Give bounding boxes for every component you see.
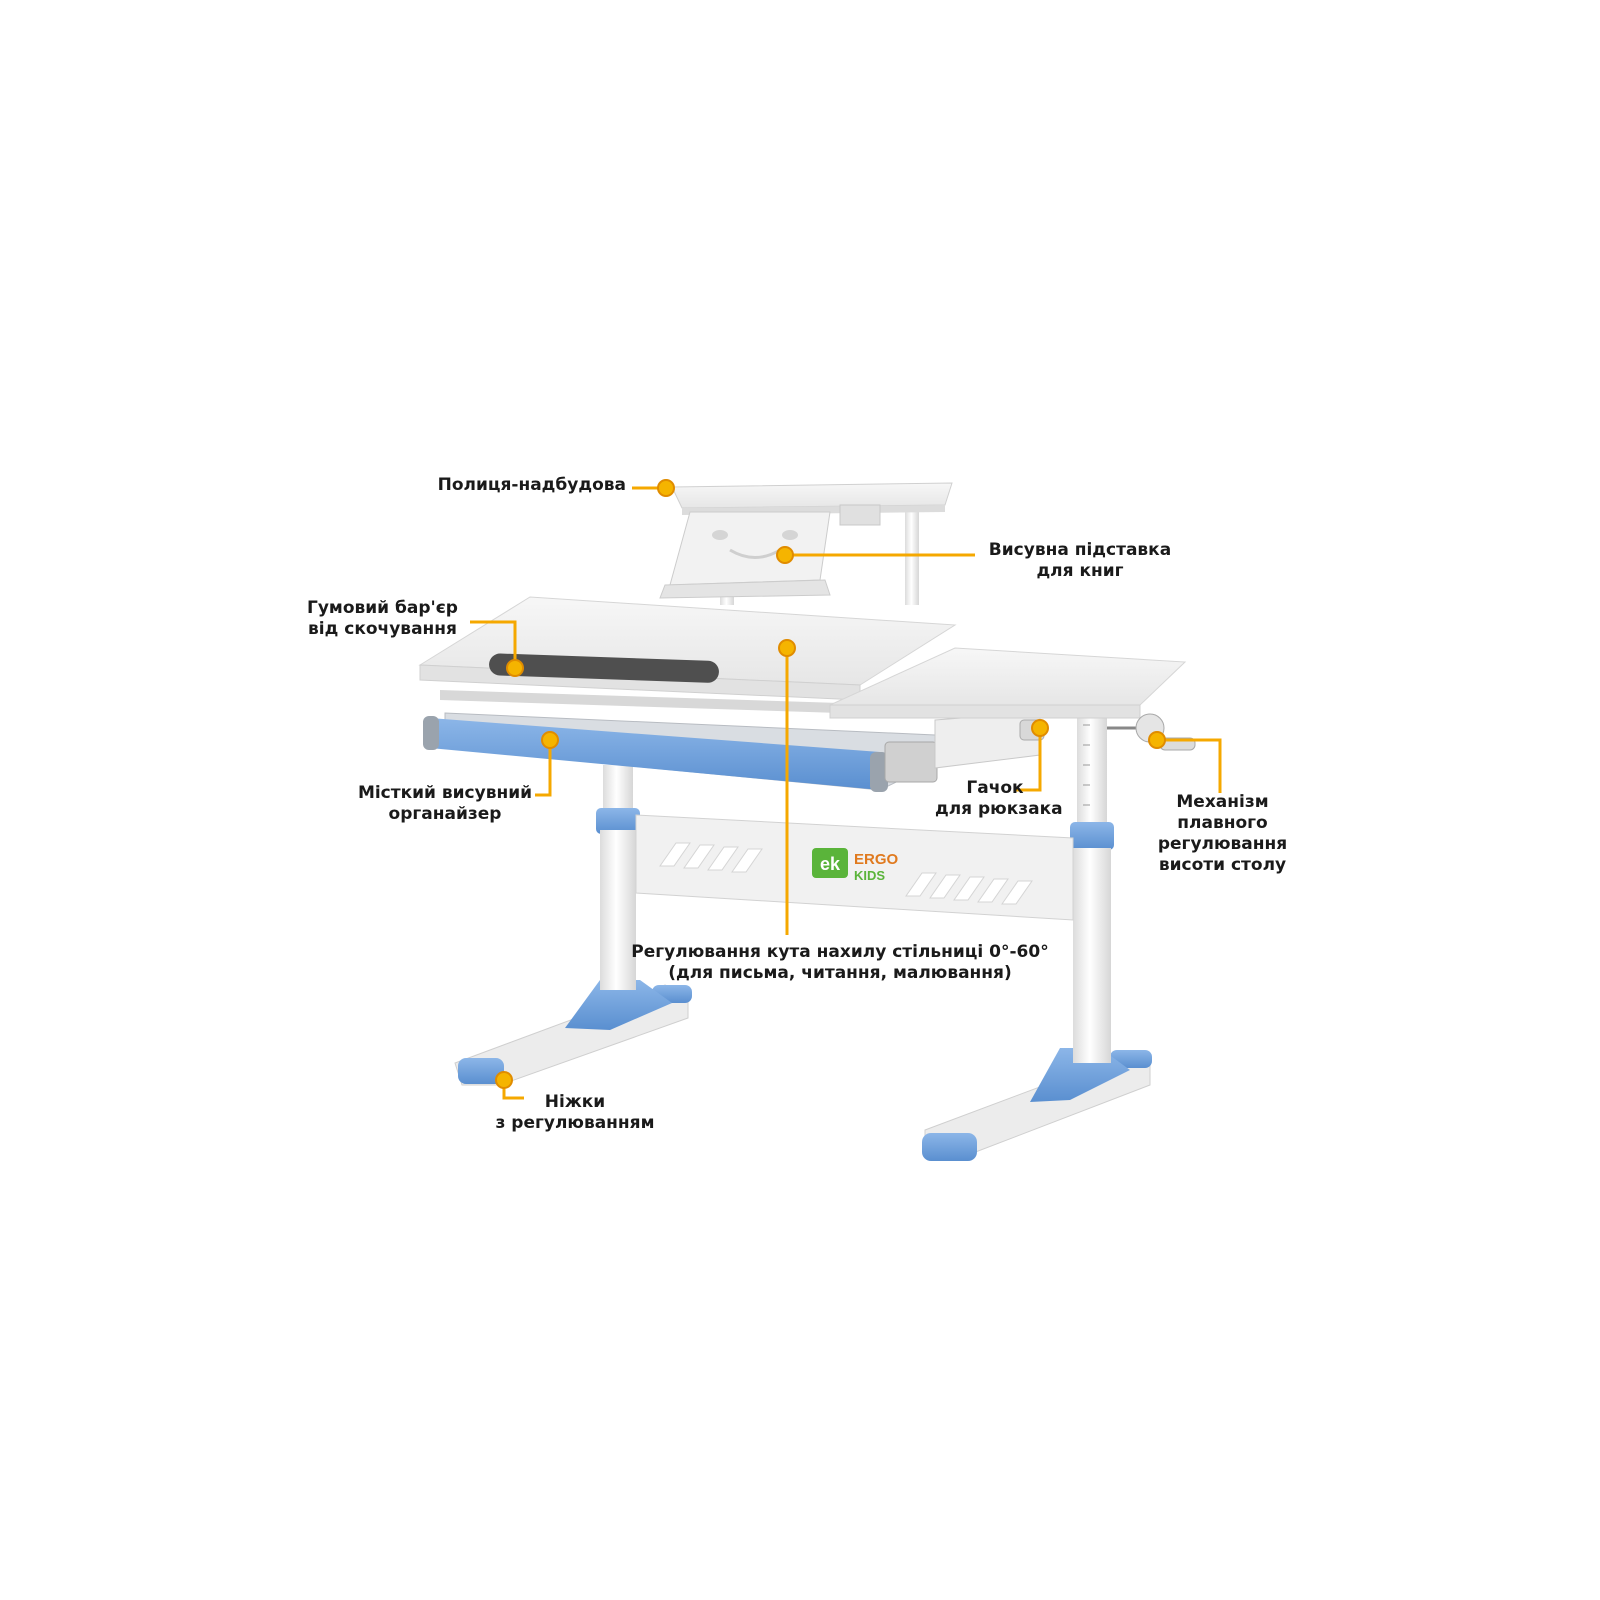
- callout-shelf: Полиця-надбудова: [416, 475, 626, 496]
- callout-tilt: Регулювання кута нахилу стільниці 0°-60°…: [630, 942, 1050, 984]
- callout-hook-line1: Гачок: [966, 778, 1024, 798]
- right-foot: [922, 1048, 1152, 1161]
- left-foot: [454, 980, 692, 1086]
- callout-organizer-line2: органайзер: [388, 804, 502, 824]
- callout-mechanism-line4: висоти столу: [1158, 855, 1287, 875]
- rubber-barrier: [489, 653, 719, 683]
- callout-mechanism-line2: плавного: [1177, 813, 1268, 833]
- callout-markers: [495, 479, 1166, 1089]
- callout-tilt-line1: Регулювання кута нахилу стільниці 0°-60°: [631, 942, 1049, 962]
- callout-feet-line1: Ніжки: [544, 1092, 606, 1112]
- callout-rubber-barrier-line1: Гумовий бар'єр: [307, 598, 458, 618]
- book-stand: [659, 511, 831, 599]
- crossbar: [635, 814, 1074, 921]
- brand-logo-mark: ek: [820, 854, 841, 874]
- callout-feet: Ніжки з регулюванням: [490, 1092, 660, 1134]
- callout-hook: Гачок для рюкзака: [935, 778, 1063, 820]
- callout-feet-line2: з регулюванням: [495, 1113, 655, 1133]
- callout-tilt-line2: (для письма, читання, малювання): [668, 963, 1012, 983]
- callout-mechanism-line3: регулювання: [1157, 834, 1288, 854]
- callout-lines: [470, 486, 1222, 1100]
- callout-hook-line2: для рюкзака: [935, 799, 1063, 819]
- left-leg: [596, 765, 640, 990]
- callout-mechanism: Механізм плавного регулювання висоти сто…: [1135, 792, 1310, 876]
- callout-organizer-line1: Місткий висувний: [357, 783, 533, 803]
- right-leg: [1070, 700, 1114, 1063]
- callout-mechanism-line1: Механізм: [1176, 792, 1269, 812]
- callout-book-stand: Висувна підставка для книг: [980, 540, 1180, 582]
- brand-logo: [812, 848, 848, 878]
- callout-book-stand-line2: для книг: [1036, 561, 1124, 581]
- brand-name-line1: ERGO: [854, 851, 899, 868]
- brand-name-line2: KIDS: [854, 868, 885, 883]
- callout-rubber-barrier-line2: від скочування: [308, 619, 457, 639]
- callout-book-stand-line1: Висувна підставка: [988, 540, 1172, 560]
- callout-shelf-line1: Полиця-надбудова: [437, 475, 626, 495]
- callout-rubber-barrier: Гумовий бар'єр від скочування: [300, 598, 465, 640]
- callout-organizer: Місткий висувний органайзер: [355, 783, 535, 825]
